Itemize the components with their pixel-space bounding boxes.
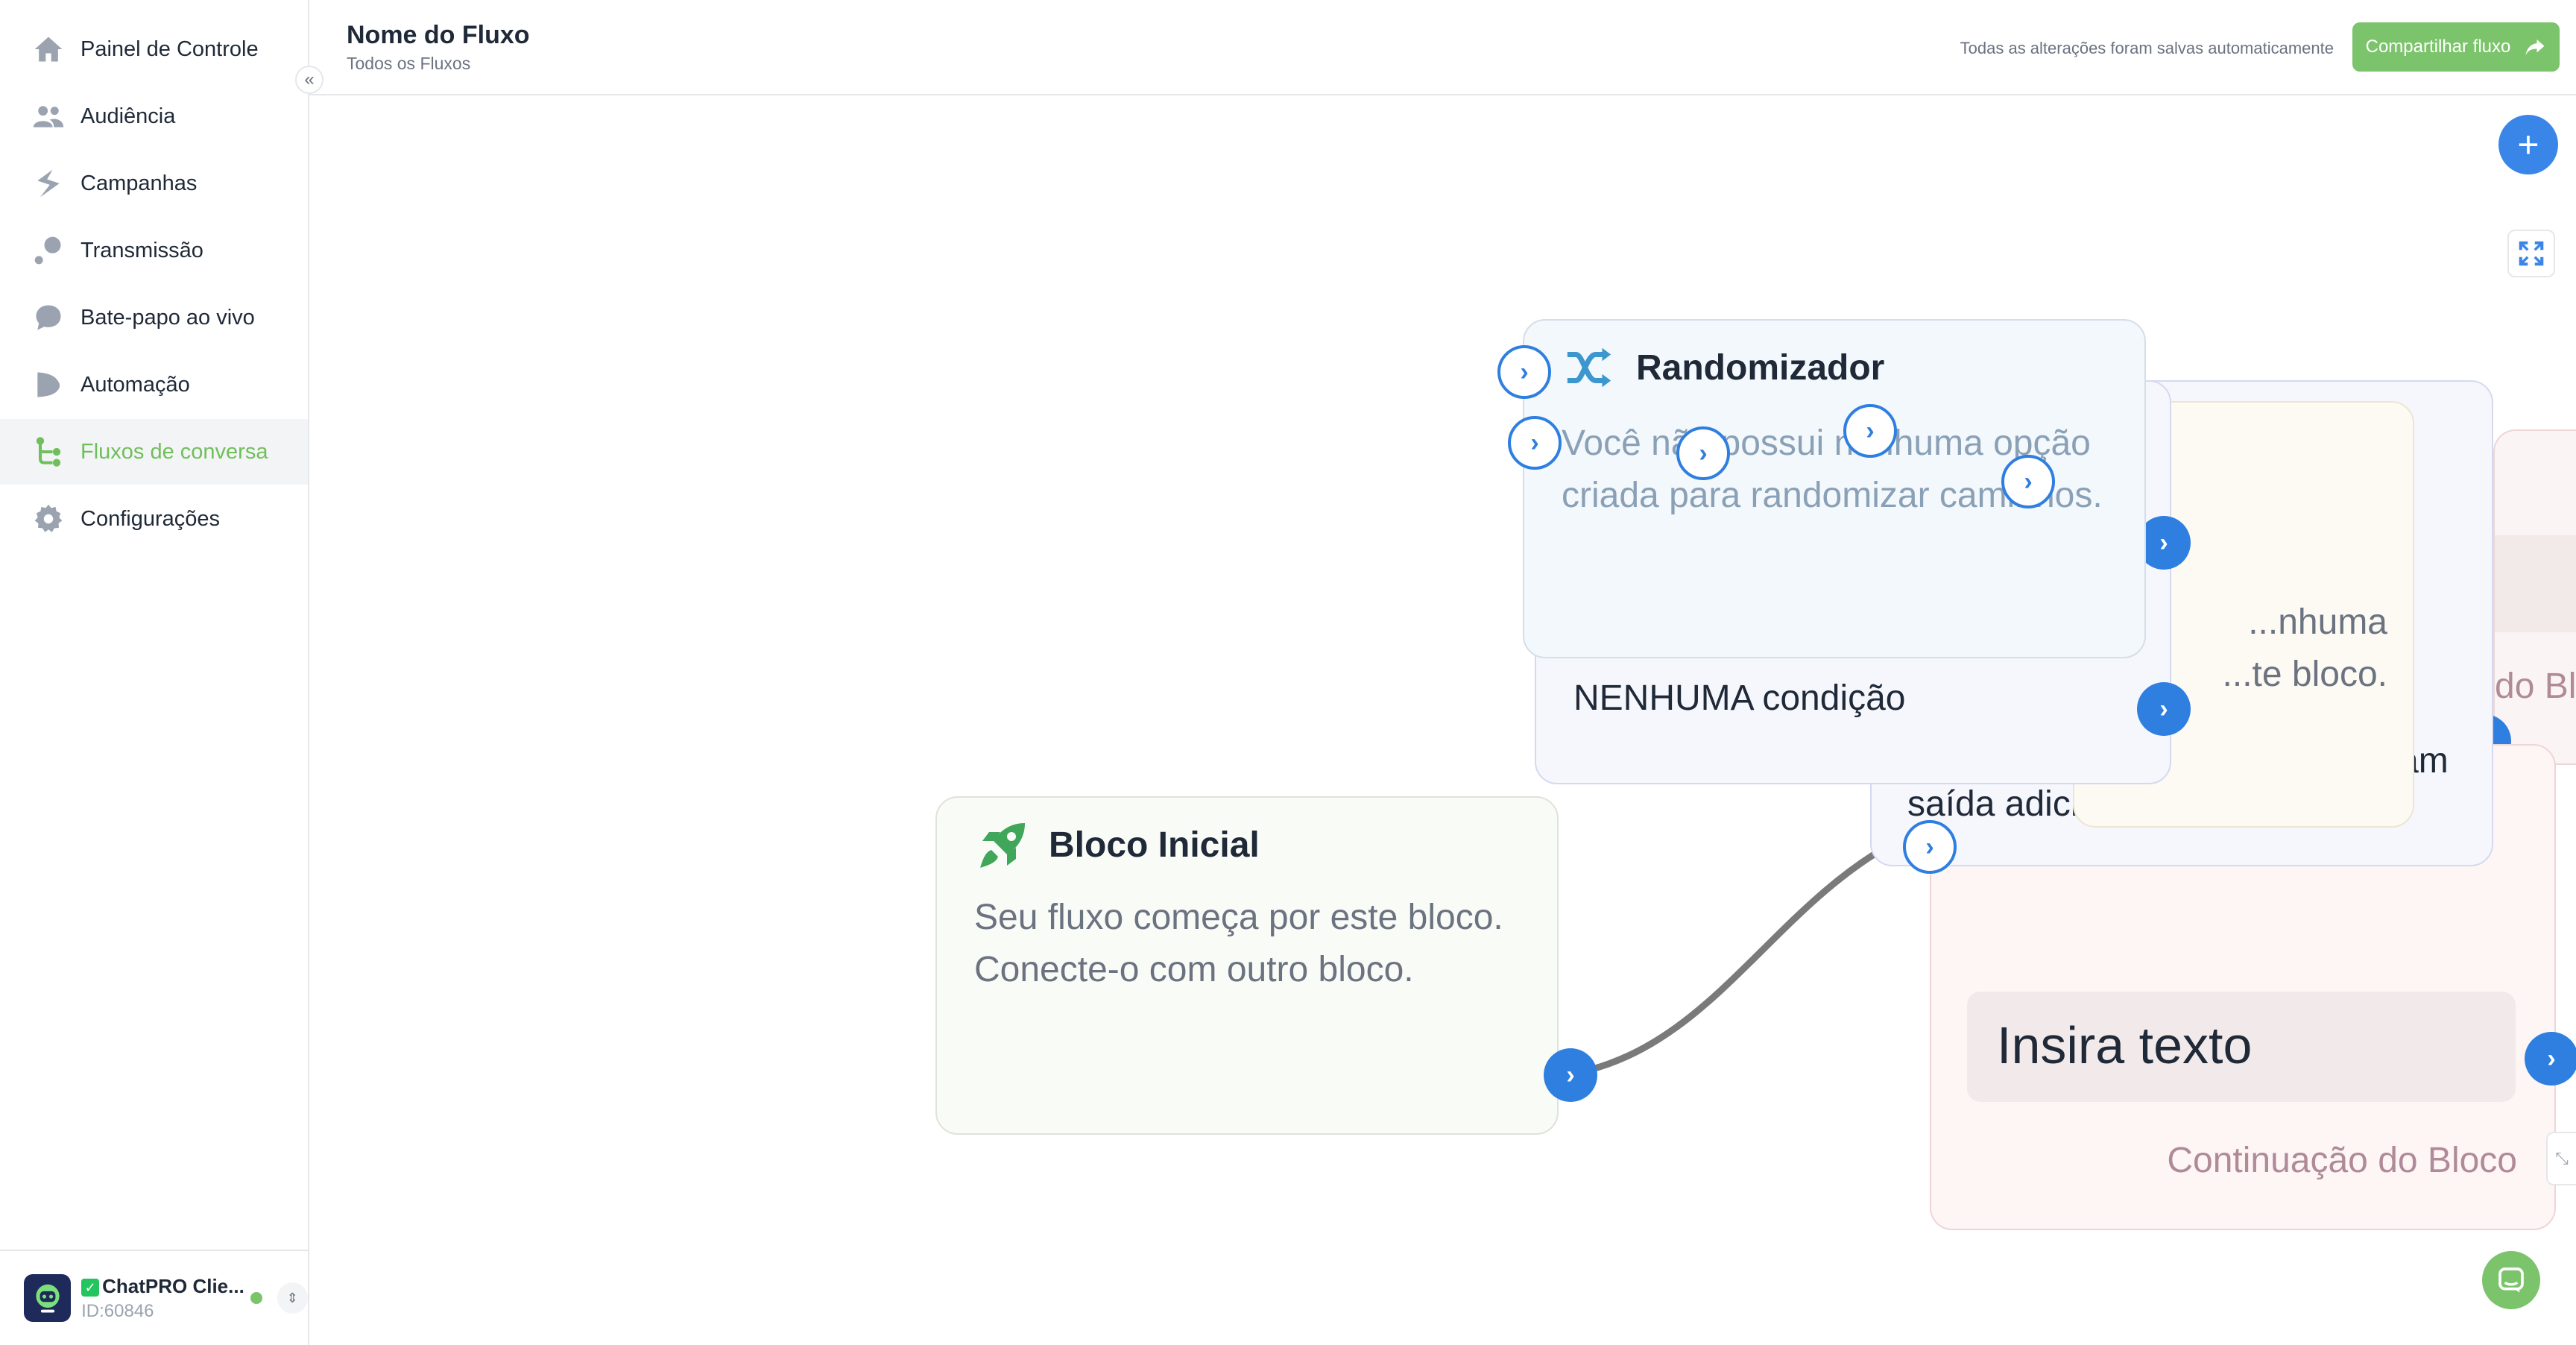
block-continuation-label: Continuação do Bloco bbox=[2167, 1141, 2517, 1180]
account-name: ✓ChatPRO Clie... bbox=[81, 1275, 244, 1298]
home-icon bbox=[31, 32, 66, 66]
breadcrumb[interactable]: Todos os Fluxos bbox=[347, 54, 471, 73]
beige-block-line: ...nhuma bbox=[2248, 602, 2387, 642]
sidebar-item-painel[interactable]: Painel de Controle bbox=[0, 16, 308, 82]
message-input-text: Insira texto bbox=[1997, 1016, 2253, 1074]
message-input-field[interactable]: Insira texto bbox=[1967, 992, 2516, 1102]
sidebar-item-label: Transmissão bbox=[80, 238, 203, 262]
chat-support-icon bbox=[2498, 1267, 2524, 1293]
side-panel-toggle[interactable]: ⤡ bbox=[2546, 1132, 2576, 1185]
connector-handle[interactable]: › bbox=[2001, 455, 2055, 508]
block-title: Randomizador bbox=[1636, 348, 1885, 388]
account-switcher[interactable]: ✓ChatPRO Clie... ID:60846 ⇕ bbox=[0, 1250, 308, 1345]
connector-handle[interactable]: › bbox=[2137, 682, 2191, 736]
sidebar-item-transmissao[interactable]: Transmissão bbox=[0, 218, 308, 283]
block-description: Seu fluxo começa por este bloco. Conecte… bbox=[974, 898, 1503, 989]
double-chevron-left-icon: « bbox=[304, 69, 315, 89]
rocket-icon bbox=[980, 823, 1025, 868]
chat-bubble-icon bbox=[31, 300, 66, 335]
connector-handle[interactable]: › bbox=[2525, 1032, 2576, 1086]
fullscreen-button[interactable] bbox=[2507, 230, 2555, 277]
gear-icon bbox=[31, 502, 66, 536]
block-input-area bbox=[2495, 535, 2576, 632]
connector-handle[interactable]: › bbox=[1843, 404, 1897, 458]
share-flow-button[interactable]: Compartilhar fluxo bbox=[2352, 22, 2560, 72]
account-id: ID:60846 bbox=[81, 1300, 154, 1321]
sidebar-item-fluxos[interactable]: Fluxos de conversa bbox=[0, 419, 308, 485]
start-block[interactable]: Bloco Inicial Seu fluxo começa por este … bbox=[935, 796, 1559, 1135]
sidebar-item-label: Campanhas bbox=[80, 171, 198, 195]
sidebar-item-label: Automação bbox=[80, 372, 190, 397]
expand-icon bbox=[2519, 241, 2544, 266]
connector-handle[interactable]: › bbox=[1903, 820, 1957, 874]
connector-handle[interactable]: › bbox=[1544, 1048, 1597, 1102]
beige-block-text: ...nhuma ...te bloco. bbox=[2223, 596, 2387, 700]
block-title: Bloco Inicial bbox=[1049, 825, 1260, 865]
check-icon: ✓ bbox=[81, 1278, 100, 1297]
add-block-button[interactable]: + bbox=[2498, 115, 2558, 174]
sidebar-item-audiencia[interactable]: Audiência bbox=[0, 84, 308, 149]
connector-handle[interactable]: › bbox=[1676, 426, 1730, 480]
sidebar: Painel de Controle Audiência Campanhas T… bbox=[0, 0, 309, 1345]
sidebar-item-label: Bate-papo ao vivo bbox=[80, 305, 255, 330]
connection-line bbox=[1568, 838, 1899, 1078]
connector-handle[interactable]: › bbox=[1508, 416, 1562, 470]
connector-handle[interactable]: › bbox=[1497, 345, 1551, 399]
sidebar-item-campanhas[interactable]: Campanhas bbox=[0, 151, 308, 216]
chevron-up-down-icon[interactable]: ⇕ bbox=[277, 1282, 308, 1314]
header: Nome do Fluxo Todos os Fluxos Todas as a… bbox=[309, 0, 2576, 95]
share-arrow-icon bbox=[2525, 40, 2545, 56]
block-continuation-label: do Blo bbox=[2495, 667, 2576, 706]
sidebar-item-bate-papo[interactable]: Bate-papo ao vivo bbox=[0, 285, 308, 350]
collapse-arrows-icon: ⤡ bbox=[2555, 1149, 2569, 1168]
campaign-icon bbox=[31, 166, 66, 201]
sidebar-item-automacao[interactable]: Automação bbox=[0, 352, 308, 418]
online-status-dot bbox=[250, 1292, 262, 1304]
flow-icon bbox=[31, 435, 66, 469]
broadcast-icon bbox=[31, 233, 66, 268]
robot-logo-icon bbox=[35, 1284, 60, 1313]
support-chat-button[interactable] bbox=[2482, 1251, 2540, 1309]
beige-block-line: ...te bloco. bbox=[2222, 654, 2387, 694]
sidebar-item-label: Painel de Controle bbox=[80, 37, 259, 61]
sidebar-item-label: Fluxos de conversa bbox=[80, 439, 268, 464]
account-info: ✓ChatPRO Clie... ID:60846 bbox=[81, 1275, 244, 1322]
automation-icon bbox=[31, 368, 66, 402]
collapse-sidebar-button[interactable]: « bbox=[295, 66, 323, 94]
users-icon bbox=[31, 99, 66, 133]
flow-canvas[interactable]: do Blo › Insira texto Continuação do Blo… bbox=[309, 95, 2576, 1345]
share-button-label: Compartilhar fluxo bbox=[2365, 37, 2511, 57]
sidebar-item-label: Configurações bbox=[80, 506, 220, 531]
plus-icon: + bbox=[2517, 124, 2539, 166]
account-name-text: ChatPRO Clie... bbox=[102, 1274, 244, 1297]
shuffle-icon bbox=[1567, 347, 1611, 388]
message-block-far-right[interactable]: do Blo bbox=[2493, 429, 2576, 765]
page-title[interactable]: Nome do Fluxo bbox=[347, 21, 530, 49]
sidebar-item-label: Audiência bbox=[80, 104, 176, 128]
avatar bbox=[24, 1274, 72, 1322]
condition-text: NENHUMA condição bbox=[1573, 678, 1906, 718]
autosave-status: Todas as alterações foram salvas automat… bbox=[1960, 39, 2334, 57]
sidebar-item-configuracoes[interactable]: Configurações bbox=[0, 486, 308, 552]
connector-handle[interactable]: › bbox=[2137, 516, 2191, 570]
